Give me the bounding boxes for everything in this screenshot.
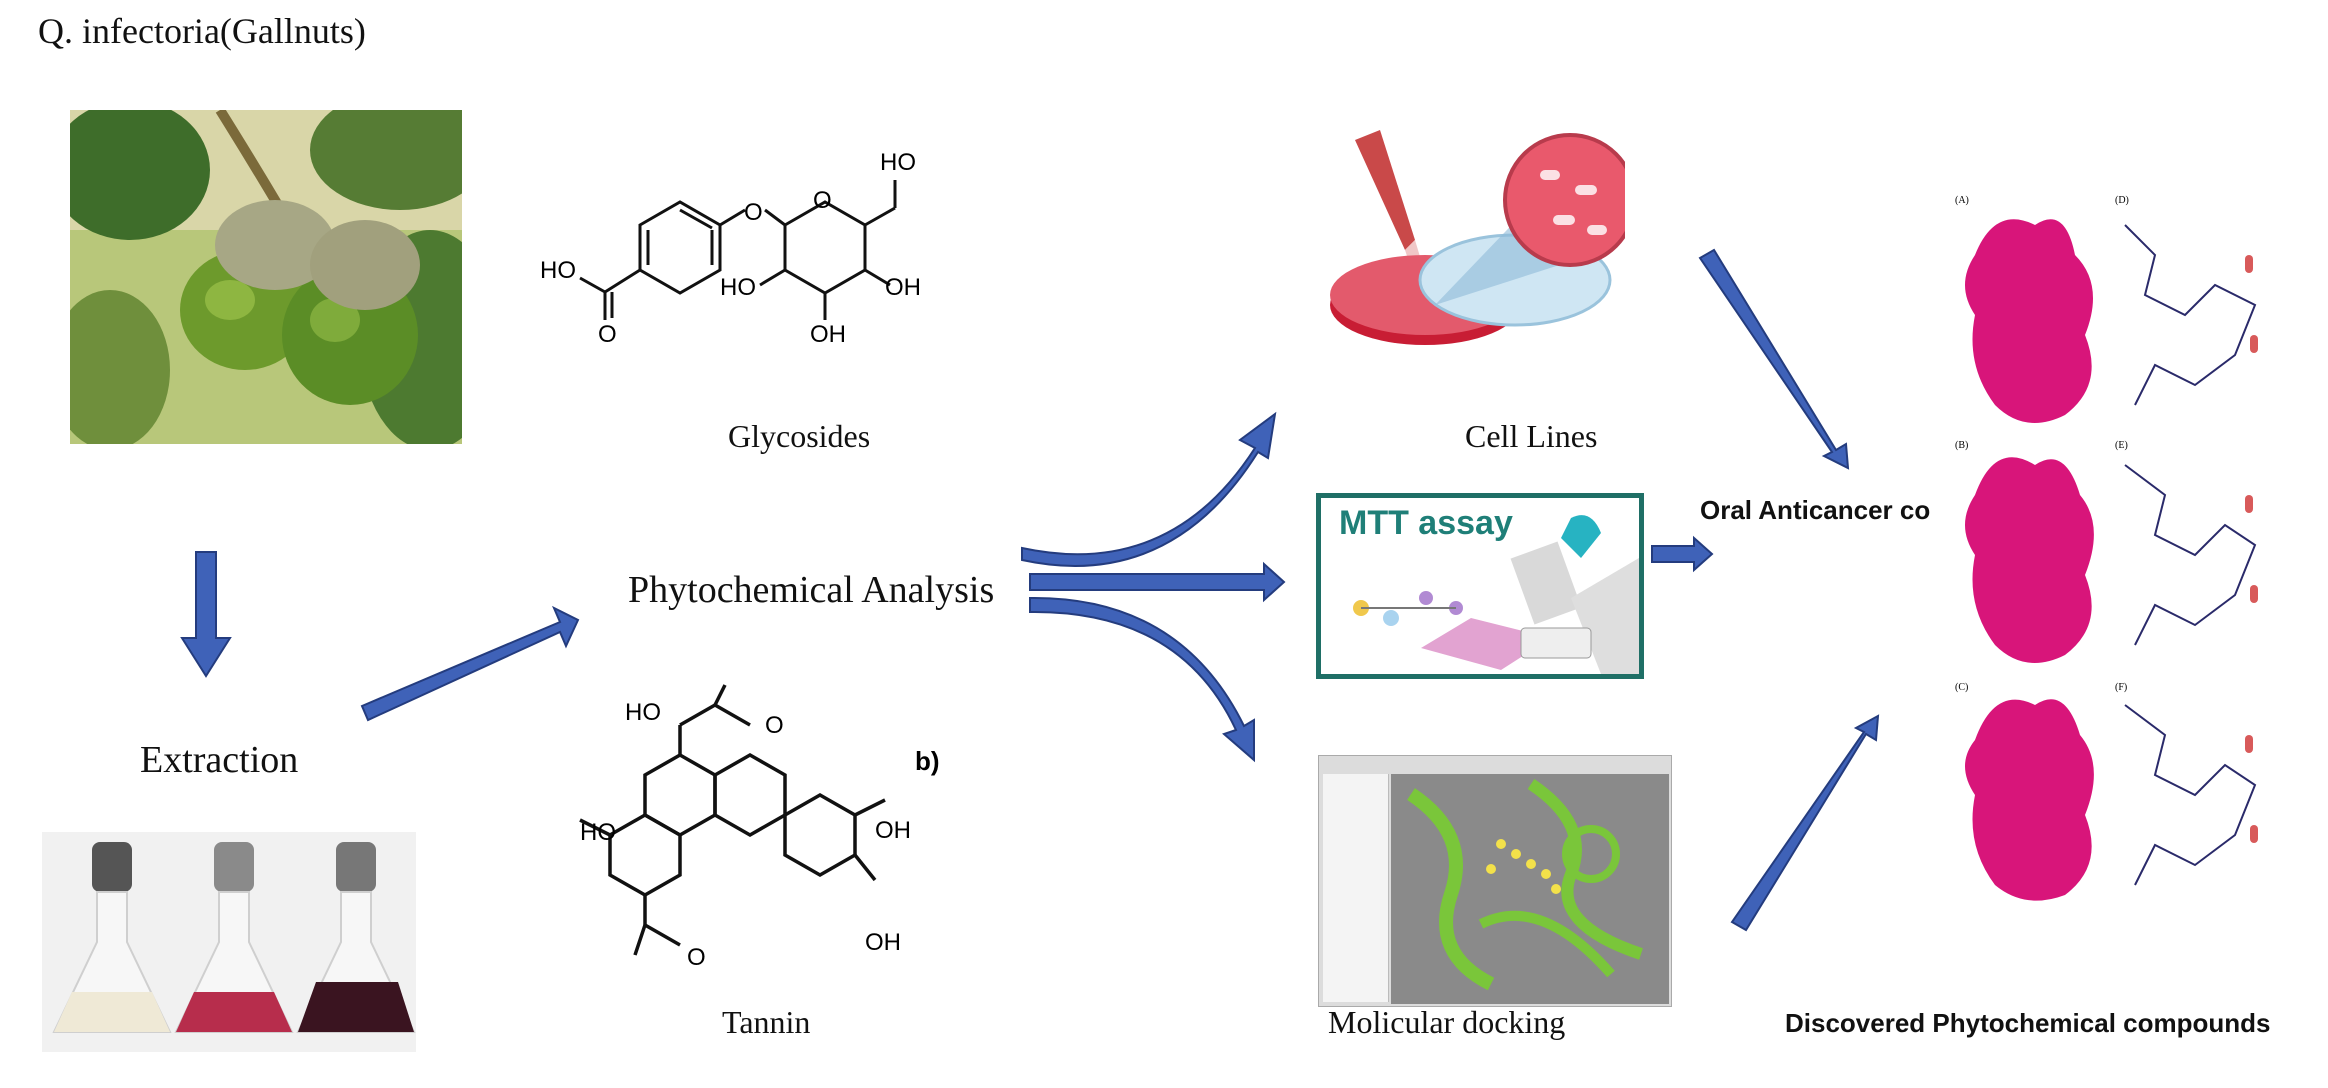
tannin-label-ho-2: HO	[580, 819, 616, 846]
panel-label-a: (A)	[1955, 195, 1969, 206]
tannin-label-ho-1: HO	[625, 699, 661, 726]
docking-table	[1323, 774, 1389, 1002]
glycoside-structure: HO O O HO O HO OH OH	[540, 149, 921, 348]
extraction-flasks-photo	[42, 832, 416, 1052]
docking-protein-view	[1391, 774, 1669, 1004]
glycosides-label: Glycosides	[728, 418, 871, 454]
tannin-label-o-2: O	[687, 944, 706, 971]
panel-label-d: (D)	[2115, 195, 2129, 206]
arrow-to-docking	[1029, 596, 1255, 763]
arrow-cell-lines-to-output	[1698, 248, 1850, 470]
tannin-label-oh-1: OH	[875, 817, 911, 844]
arrow-down-extraction	[180, 551, 232, 678]
glycoside-label-oh-c: OH	[885, 274, 921, 301]
oral-anticancer-label: Oral Anticancer co	[1700, 495, 1931, 525]
tannin-label-oh-2: OH	[865, 929, 901, 956]
panel-label-f: (F)	[2115, 682, 2128, 693]
glycoside-label-o-link: O	[744, 199, 763, 226]
cell-lines-illustration	[1330, 130, 1625, 345]
panel-label-e: (E)	[2115, 440, 2128, 451]
arrow-to-analysis	[360, 605, 580, 722]
panel-label-c: (C)	[1955, 682, 1969, 693]
protein-panels-graphic	[1965, 219, 2258, 901]
diagram-title: Q. infectoria(Gallnuts)	[38, 11, 366, 51]
glycoside-label-o-ring: O	[813, 187, 832, 214]
arrow-to-mtt	[1029, 561, 1286, 603]
arrow-docking-to-output	[1730, 714, 1880, 932]
phytochemical-analysis-label: Phytochemical Analysis	[628, 569, 995, 611]
molecular-docking-screenshot	[1318, 755, 1672, 1007]
panel-label-b: (B)	[1955, 440, 1969, 451]
tannin-label: Tannin	[722, 1004, 811, 1040]
gallnut-photo	[70, 110, 462, 444]
molecular-docking-label: Molicular docking	[1328, 1004, 1566, 1040]
glycoside-label-oh-b: OH	[810, 321, 846, 348]
glycoside-label-ho-top: HO	[880, 149, 916, 176]
cell-lines-label: Cell Lines	[1465, 418, 1598, 454]
glycoside-label-ho-a: HO	[720, 274, 756, 301]
tannin-label-b: b)	[915, 746, 940, 776]
tannin-structure: HO HO OH OH O O b)	[579, 684, 940, 971]
arrow-mtt-to-anticancer	[1651, 535, 1714, 573]
protein-panels: (A) (D) (B) (E) (C) (F)	[1955, 195, 2285, 915]
tannin-label-o-1: O	[765, 712, 784, 739]
glycoside-label-ho-left: HO	[540, 257, 576, 284]
discovered-compounds-label: Discovered Phytochemical compounds	[1785, 1008, 2271, 1038]
mtt-assay-title: MTT assay	[1339, 504, 1513, 542]
mtt-assay-panel: MTT assay	[1316, 493, 1644, 679]
glycoside-label-o-bottom: O	[598, 321, 617, 348]
extraction-label: Extraction	[140, 739, 299, 781]
mtt-assay-graphic	[1353, 515, 1639, 674]
arrow-to-cell-lines	[1021, 411, 1277, 567]
